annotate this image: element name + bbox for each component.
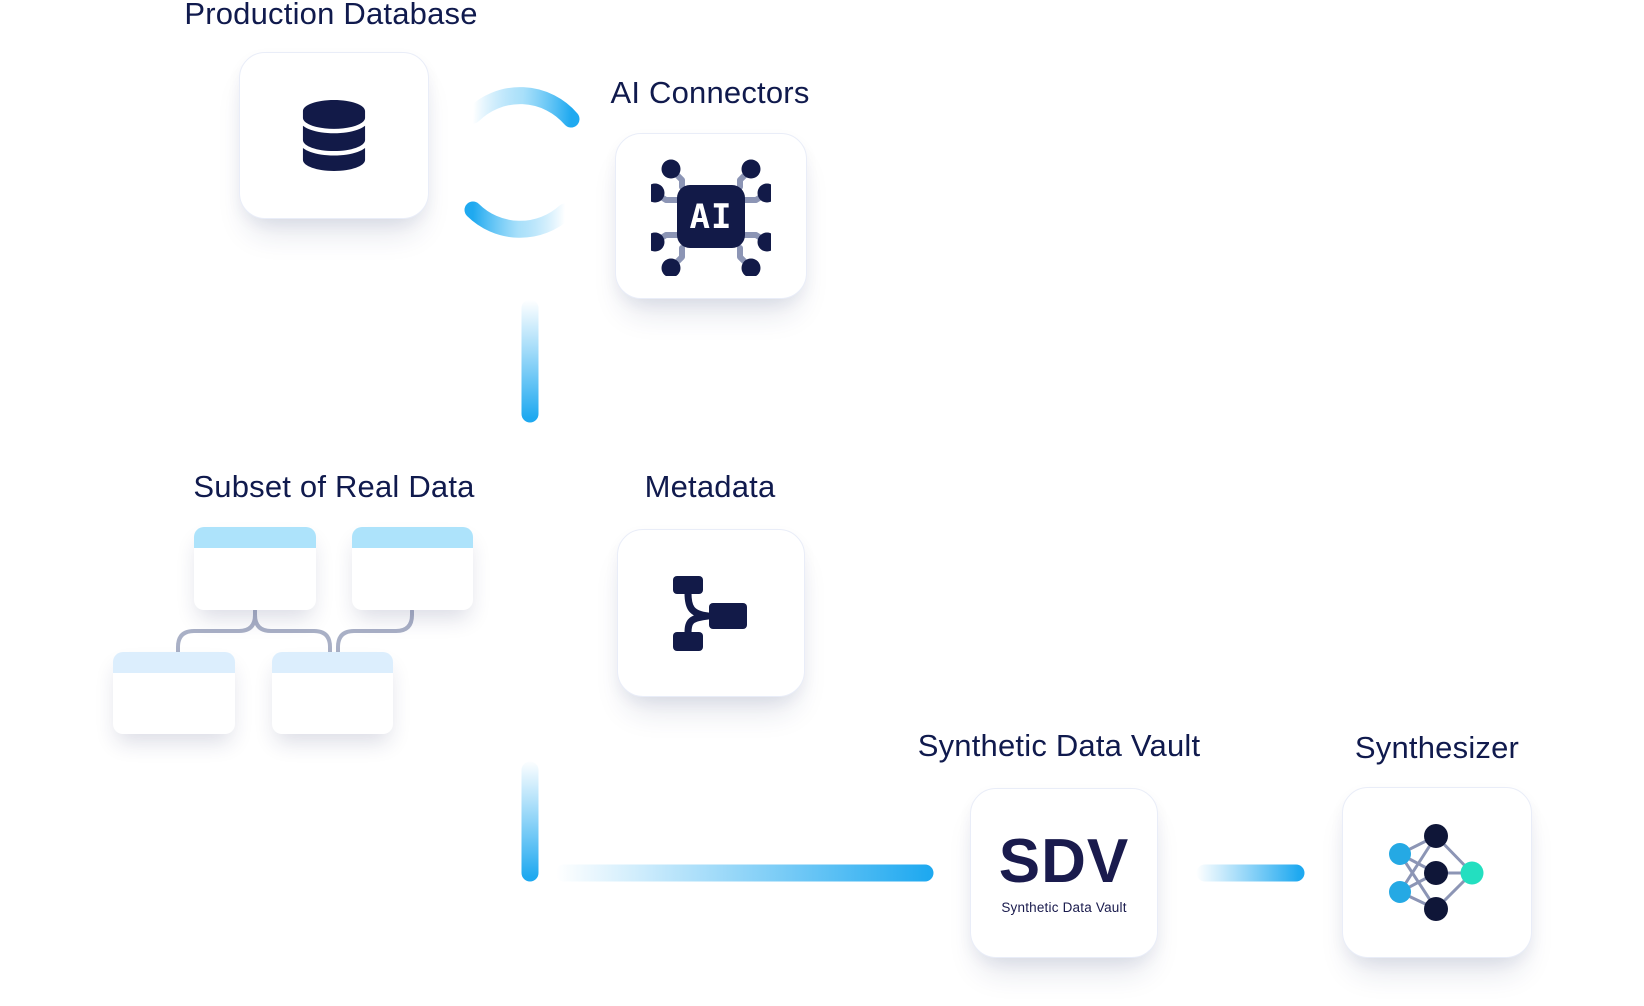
synthetic-data-vault-title: Synthetic Data Vault bbox=[917, 728, 1201, 763]
database-icon bbox=[302, 100, 366, 171]
metadata-title: Metadata bbox=[644, 469, 776, 504]
table-header-bar bbox=[113, 652, 235, 673]
real-data-table-child-left bbox=[113, 652, 235, 734]
ai-connectors-title: AI Connectors bbox=[610, 75, 810, 110]
sync-arc-top bbox=[464, 87, 580, 128]
neural-network-icon bbox=[1389, 823, 1484, 921]
sdv-logo-text: SDV bbox=[998, 827, 1130, 896]
synthesizer-title: Synthesizer bbox=[1354, 730, 1520, 765]
ai-connectors-card: AI bbox=[615, 133, 807, 299]
metadata-card bbox=[617, 529, 805, 697]
real-data-table-child-right bbox=[272, 652, 393, 734]
sdv-logo-caption: Synthetic Data Vault bbox=[1001, 900, 1127, 915]
schema-icon bbox=[673, 576, 747, 651]
production-database-title: Production Database bbox=[184, 0, 478, 31]
sync-arc-bottom bbox=[464, 201, 574, 238]
real-data-table-parent-left bbox=[194, 527, 316, 610]
table-header-bar bbox=[194, 527, 316, 548]
synthesizer-card bbox=[1342, 787, 1532, 958]
table-header-bar bbox=[352, 527, 473, 548]
ai-chip-icon: AI bbox=[651, 159, 771, 276]
synthetic-data-vault-card: SDV Synthetic Data Vault bbox=[970, 788, 1158, 958]
sdv-logo-block: SDV Synthetic Data Vault bbox=[998, 827, 1130, 916]
ai-chip-label: AI bbox=[690, 197, 733, 237]
subset-of-real-data-title: Subset of Real Data bbox=[193, 469, 475, 504]
production-database-card bbox=[239, 52, 429, 219]
table-relationship-lines bbox=[176, 609, 414, 655]
real-data-table-parent-right bbox=[352, 527, 473, 610]
table-header-bar bbox=[272, 652, 393, 673]
